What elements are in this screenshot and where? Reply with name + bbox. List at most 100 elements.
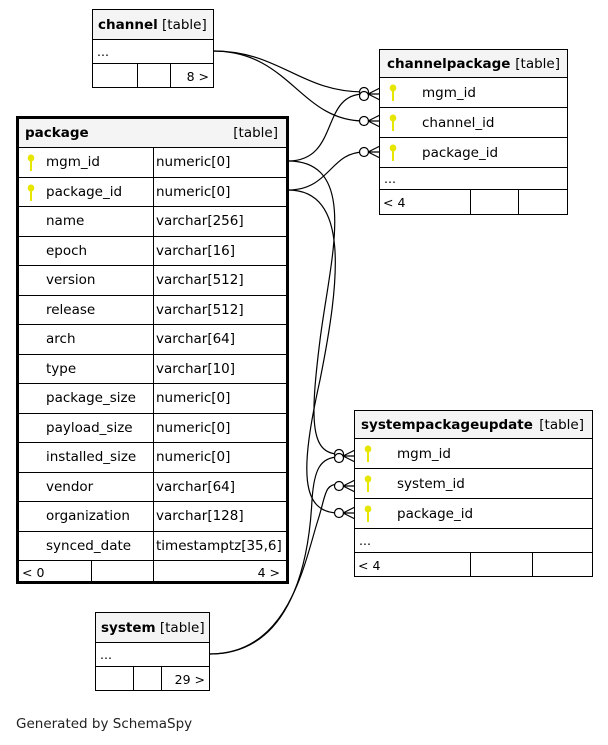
column-name: channel_id — [422, 114, 495, 131]
column-divider — [153, 384, 154, 413]
key-icon — [389, 84, 397, 101]
column-divider — [153, 295, 154, 324]
column-row[interactable]: mgm_id — [355, 439, 592, 469]
table-name: systempackageupdate — [361, 416, 533, 433]
nav-row: < 4 — [355, 553, 592, 577]
marker-circle — [333, 452, 345, 464]
column-row[interactable]: package_id — [380, 138, 567, 168]
column-divider — [153, 266, 154, 295]
parents-link[interactable]: < 4 — [358, 557, 381, 573]
table-systempackageupdate[interactable]: systempackageupdate [table] mgm_id syste… — [354, 410, 593, 577]
table-type-label: [table] — [159, 619, 205, 636]
column-type: numeric[0] — [156, 419, 231, 436]
column-row[interactable]: package_size numeric[0] — [19, 384, 286, 414]
table-name: system — [101, 619, 156, 636]
column-name: package_id — [46, 183, 123, 200]
column-row[interactable]: mgm_id — [380, 78, 567, 108]
marker-circle — [333, 507, 345, 519]
column-row[interactable]: channel_id — [380, 108, 567, 138]
table-channel[interactable]: channel [table] ... 8 > — [92, 9, 214, 88]
column-row[interactable]: system_id — [355, 469, 592, 499]
table-type-label: [table] — [233, 125, 278, 141]
ellipsis: ... — [100, 647, 112, 662]
table-system[interactable]: system [table] ... 29 > — [95, 612, 210, 691]
table-name: package — [25, 125, 89, 141]
column-divider — [153, 207, 154, 236]
table-header: channel [table] — [93, 10, 213, 40]
column-name: mgm_id — [46, 154, 100, 171]
column-name: system_id — [397, 475, 465, 492]
marker-circle — [358, 115, 370, 127]
marker-circle — [358, 90, 370, 102]
column-row[interactable]: mgm_id numeric[0] — [19, 148, 286, 178]
column-type: numeric[0] — [156, 390, 231, 407]
column-name: epoch — [46, 242, 88, 259]
column-type: timestamptz[35,6] — [156, 537, 282, 554]
marker-circle — [333, 480, 345, 492]
children-link[interactable]: 4 > — [257, 564, 280, 580]
crow-foot — [367, 145, 381, 159]
column-name: release — [46, 301, 96, 318]
footer-generated-by: Generated by SchemaSpy — [16, 716, 193, 732]
column-name: synced_date — [46, 537, 132, 554]
column-name: name — [46, 213, 85, 230]
rel-package-pkg-channelpackage — [287, 151, 365, 191]
column-type: varchar[16] — [156, 242, 236, 259]
column-row[interactable]: release varchar[512] — [19, 295, 286, 325]
table-type-label: [table] — [539, 416, 584, 433]
crow-foot — [342, 479, 356, 493]
crow-foot — [367, 114, 381, 128]
table-header: system [table] — [96, 613, 209, 643]
ellipsis-row: ... — [380, 168, 567, 190]
column-divider — [153, 472, 154, 501]
column-name: type — [46, 360, 77, 377]
column-type: numeric[0] — [156, 449, 231, 466]
column-divider — [153, 177, 154, 206]
nav-row: 29 > — [96, 667, 209, 691]
crow-foot — [342, 506, 356, 520]
rel-channel-channelpackage-mgm — [212, 50, 365, 93]
table-name: channelpackage — [387, 55, 511, 72]
ellipsis: ... — [97, 44, 109, 59]
column-row[interactable]: epoch varchar[16] — [19, 236, 286, 266]
ellipsis-row: ... — [96, 643, 209, 667]
column-type: varchar[512] — [156, 301, 244, 318]
rel-package-mgm-spu — [287, 160, 340, 455]
column-type: numeric[0] — [156, 154, 231, 171]
key-icon — [364, 445, 372, 462]
ellipsis: ... — [359, 533, 371, 548]
table-type-label: [table] — [515, 55, 560, 72]
column-divider — [153, 354, 154, 383]
parents-link[interactable]: < 4 — [383, 194, 406, 210]
children-link[interactable]: 8 > — [186, 68, 209, 84]
column-row[interactable]: synced_date timestamptz[35,6] — [19, 531, 286, 561]
column-type: varchar[64] — [156, 331, 236, 348]
column-name: version — [46, 272, 96, 289]
nav-row: < 0 4 > — [19, 560, 286, 584]
table-channelpackage[interactable]: channelpackage [table] mgm_id channel_id… — [379, 49, 568, 215]
column-name: mgm_id — [422, 84, 476, 101]
column-name: package_size — [46, 390, 136, 407]
column-name: package_id — [422, 144, 499, 161]
nav-row: 8 > — [93, 64, 213, 88]
parents-link[interactable]: < 0 — [22, 564, 45, 580]
column-type: numeric[0] — [156, 183, 231, 200]
rel-system-spu-system — [209, 483, 340, 655]
column-divider — [153, 531, 154, 560]
column-row[interactable]: package_id numeric[0] — [19, 177, 286, 207]
column-row[interactable]: package_id — [355, 499, 592, 529]
table-type-label: [table] — [162, 16, 207, 33]
key-icon — [389, 114, 397, 131]
column-divider — [153, 325, 154, 354]
children-link[interactable]: 29 > — [174, 671, 205, 687]
